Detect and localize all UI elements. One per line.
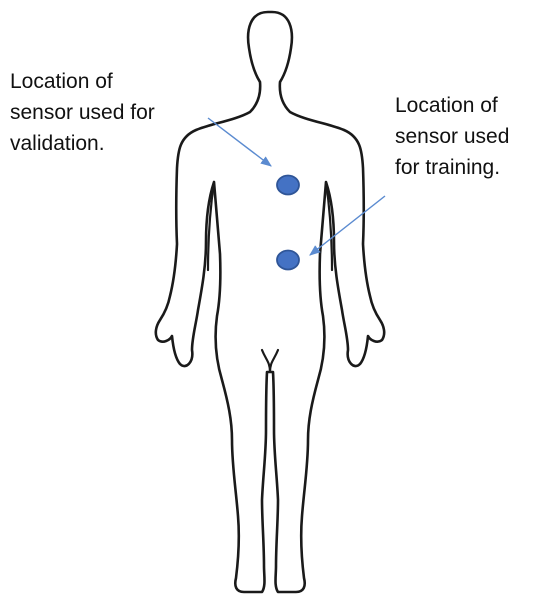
training-sensor [277,251,299,270]
training-label-line-1: Location of [395,90,509,121]
body-outline [156,12,384,592]
validation-label-line-1: Location of [10,66,155,97]
validation-label-line-2: sensor used for [10,97,155,128]
training-label-line-3: for training. [395,152,509,183]
training-label-line-2: sensor used [395,121,509,152]
crotch-line [262,350,278,372]
validation-sensor [277,176,299,195]
validation-arrow [208,118,271,166]
validation-label-line-3: validation. [10,128,155,159]
training-sensor-label: Location of sensor used for training. [395,90,509,183]
validation-sensor-label: Location of sensor used for validation. [10,66,155,159]
